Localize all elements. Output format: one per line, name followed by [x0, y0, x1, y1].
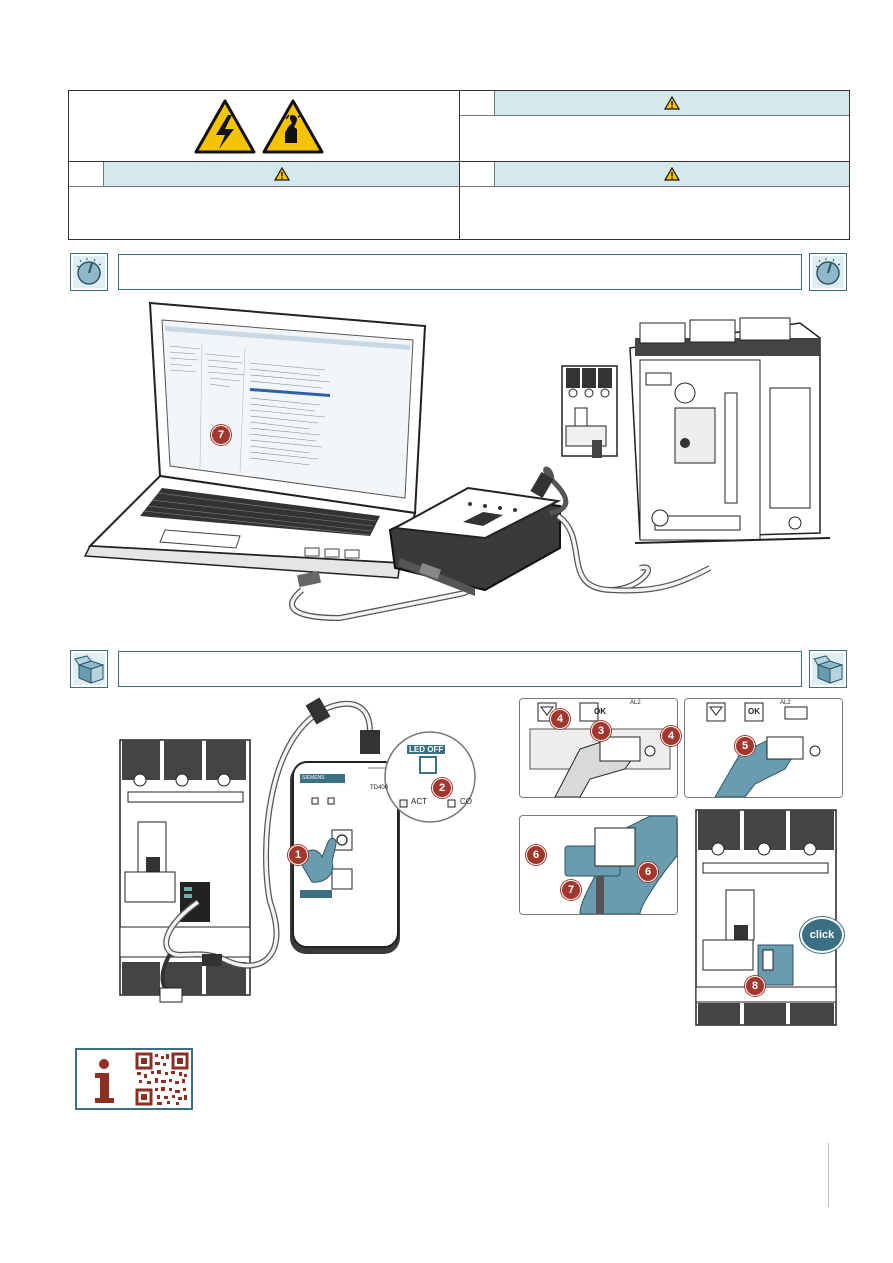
- knob-icon-right: [809, 253, 847, 291]
- step-badge-1: 1: [288, 845, 308, 865]
- info-qr-graphic: [79, 1052, 189, 1106]
- connector-detail-c: [520, 816, 677, 914]
- illustration-td400-installation: [119, 697, 476, 1003]
- step-badge-4a: 4: [550, 709, 570, 729]
- hand-hazard-icon: [262, 99, 324, 154]
- warning-band: [104, 162, 459, 186]
- knob-icon: [73, 256, 105, 288]
- laptop: [83, 301, 427, 588]
- warning-number-cell: [460, 162, 495, 186]
- warning-header-top-right: [460, 91, 849, 116]
- panel-steps-3-4: OK AL2: [519, 698, 678, 798]
- step-badge-3: 3: [591, 721, 611, 741]
- knob-icon-left: [70, 253, 108, 291]
- warning-band: [495, 91, 849, 115]
- qr-code-icon: [135, 1052, 189, 1106]
- step-badge-8: 8: [745, 976, 765, 996]
- al2-label: AL2: [780, 700, 791, 706]
- small-circuit-breaker: [561, 365, 618, 458]
- molded-case-breaker: [119, 739, 251, 996]
- box-icon-right: [809, 650, 847, 688]
- section-bar-installation: [118, 651, 802, 687]
- box-open-icon: [73, 653, 105, 685]
- panel-step-5: OK AL2: [684, 698, 843, 798]
- air-circuit-breaker: [629, 317, 831, 544]
- step-badge-6a: 6: [526, 845, 546, 865]
- section-bar-commissioning: [118, 254, 802, 290]
- warning-header-bottom-right: [460, 162, 849, 187]
- ok-label: OK: [594, 707, 606, 716]
- step-badge-7-laptop: 7: [211, 425, 231, 445]
- knob-icon: [812, 256, 844, 288]
- box-icon-left: [70, 650, 108, 688]
- electric-hazard-icon: [194, 99, 256, 154]
- warning-number-cell: [69, 162, 104, 186]
- breaker-with-module: [695, 809, 837, 1026]
- step-badge-6b: 6: [638, 862, 658, 882]
- led-off-label: LED OFF: [407, 745, 446, 754]
- td400-front: [290, 761, 400, 954]
- device-brand-label: SIEMENS: [302, 775, 325, 781]
- hazard-signs: [194, 99, 324, 154]
- click-badge: click: [800, 917, 844, 953]
- info-icon: [79, 1052, 131, 1106]
- step-badge-7: 7: [561, 880, 581, 900]
- step-badge-5: 5: [735, 736, 755, 756]
- com-label: CO: [460, 797, 472, 806]
- ok-label: OK: [748, 707, 760, 716]
- al2-label: AL2: [630, 700, 641, 706]
- table-divider-vertical: [459, 91, 460, 240]
- warning-triangle-icon: [273, 167, 290, 181]
- box-open-icon: [812, 653, 844, 685]
- td400-device: [388, 486, 562, 596]
- step-badge-4b: 4: [661, 726, 681, 746]
- warning-number-cell: [460, 91, 495, 115]
- illustration-laptop-connection: [83, 301, 831, 622]
- info-box: [75, 1048, 193, 1110]
- connector-detail-b: [685, 699, 842, 797]
- warning-triangle-icon: [664, 167, 680, 181]
- act-label: ACT: [411, 797, 427, 806]
- margin-rule: [828, 1143, 829, 1207]
- warning-band: [495, 162, 849, 186]
- device-model-label: TD400: [370, 785, 389, 791]
- warning-header-bottom-left: [69, 162, 459, 187]
- table-divider-horizontal: [69, 161, 849, 162]
- warning-table: [68, 90, 850, 240]
- step-badge-2: 2: [432, 778, 452, 798]
- warning-triangle-icon: [664, 96, 680, 110]
